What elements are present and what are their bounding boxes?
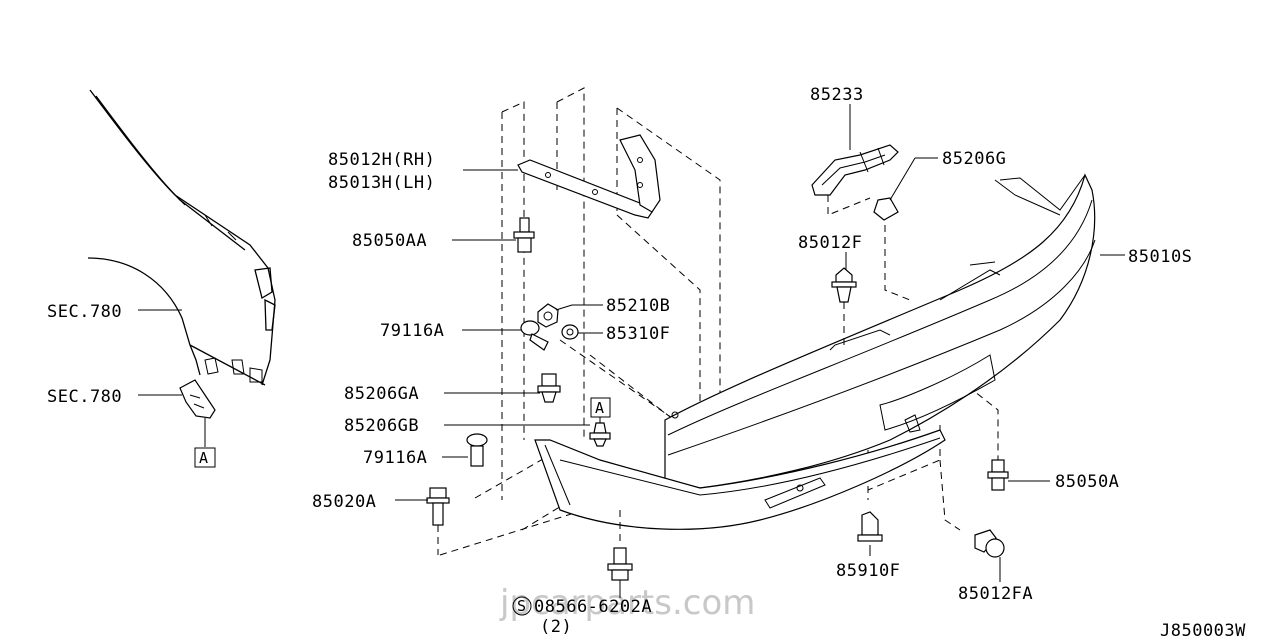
label-85012h-rh: 85012H(RH)	[328, 150, 435, 170]
label-79116a-lower: 79116A	[363, 448, 427, 468]
clip-85910f	[857, 511, 883, 542]
standard-part-circle	[512, 596, 532, 616]
label-85206g: 85206G	[942, 149, 1006, 169]
sec780-bracket	[179, 379, 216, 419]
bolt-08566	[607, 547, 633, 581]
label-85206ga: 85206GA	[344, 384, 419, 404]
clip-85206g	[873, 197, 899, 221]
label-85910f: 85910F	[836, 561, 900, 581]
label-85012fa: 85012FA	[958, 584, 1033, 604]
label-85310f: 85310F	[606, 324, 670, 344]
callout-box-a-left	[194, 447, 216, 468]
bolt-85020a	[426, 487, 450, 526]
clip-85206gb	[589, 422, 611, 447]
label-85010s: 85010S	[1128, 247, 1192, 267]
label-85210b: 85210B	[606, 296, 670, 316]
bumper-fascia	[534, 173, 1096, 530]
bracket-85012h	[517, 134, 661, 219]
nut-85210b	[537, 303, 559, 328]
label-85050aa: 85050AA	[352, 231, 427, 251]
fender-drawing	[87, 89, 276, 386]
leader-lines	[138, 104, 1125, 582]
label-85020a: 85020A	[312, 492, 376, 512]
label-qty: (2)	[540, 617, 572, 637]
label-sec780-bracket: SEC.780	[47, 387, 122, 407]
clip-85012fa	[974, 529, 1005, 558]
label-85233: 85233	[810, 85, 864, 105]
callout-a-center: A	[595, 399, 604, 417]
callout-a-left: A	[199, 449, 208, 467]
clip-85050aa	[513, 217, 535, 253]
label-85050a: 85050A	[1055, 472, 1119, 492]
stay-85233	[811, 144, 899, 196]
label-85013h-lh: 85013H(LH)	[328, 173, 435, 193]
drawing-code: J850003W	[1160, 621, 1246, 640]
grommet-79116a-lower	[466, 433, 488, 467]
washer-85310f	[561, 324, 579, 340]
standard-part-s: S	[517, 597, 526, 615]
clip-85050a	[987, 459, 1009, 491]
label-85012f: 85012F	[798, 233, 862, 253]
grommet-79116a	[520, 320, 549, 351]
watermark: jpcarparts.com	[499, 583, 755, 623]
clip-85206ga	[537, 373, 561, 403]
label-sec780-fender: SEC.780	[47, 302, 122, 322]
label-85206gb: 85206GB	[344, 416, 419, 436]
label-79116a-upper: 79116A	[380, 321, 444, 341]
clip-85012f	[831, 267, 857, 303]
label-08566-6202a: 08566-6202A	[534, 597, 652, 617]
